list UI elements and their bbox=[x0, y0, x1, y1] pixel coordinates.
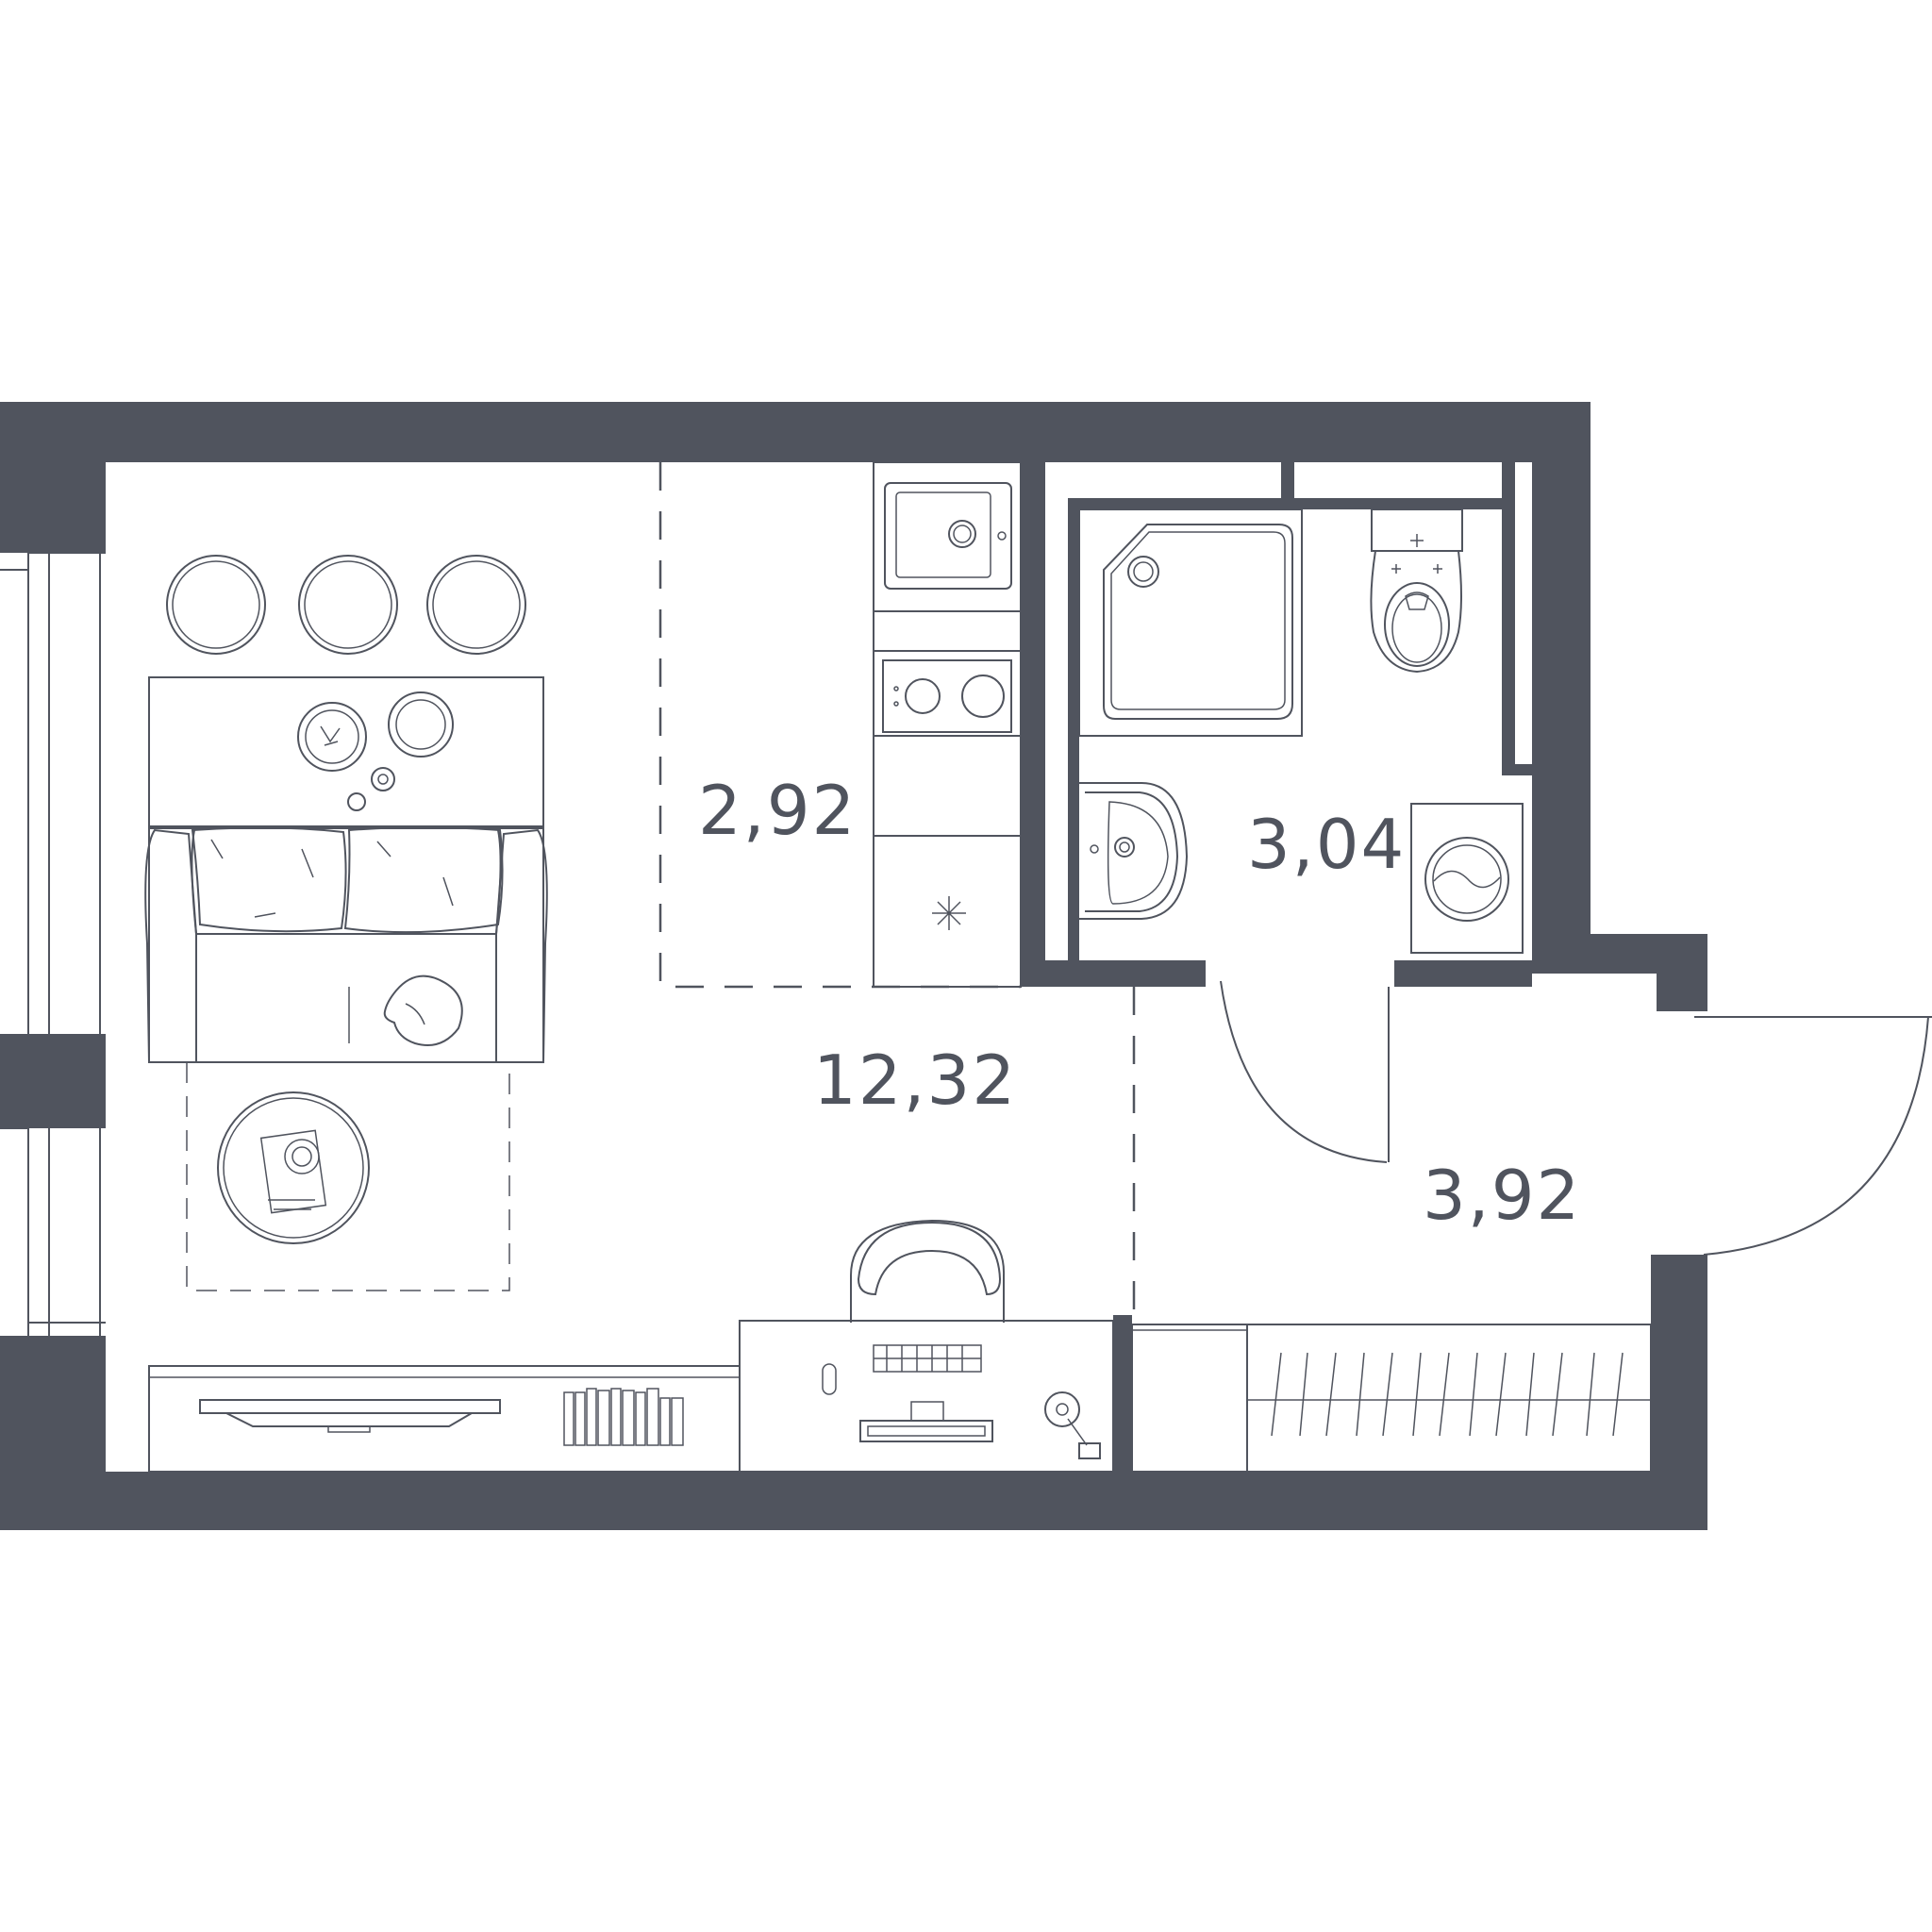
hob bbox=[882, 659, 1012, 733]
bathroom-area-label: 3,04 bbox=[1247, 805, 1406, 884]
dining-set bbox=[148, 555, 544, 827]
rug bbox=[186, 1062, 510, 1291]
bathroom-door bbox=[1220, 980, 1390, 1163]
washbasin bbox=[1079, 782, 1189, 920]
hallway-area-label: 3,92 bbox=[1423, 1156, 1581, 1235]
desk bbox=[739, 1219, 1114, 1473]
entrance-door bbox=[1694, 1016, 1932, 1256]
zone-boundaries bbox=[658, 462, 1136, 1315]
sofa bbox=[144, 826, 548, 1063]
kitchen-area-label: 2,92 bbox=[698, 771, 857, 850]
fridge-icon bbox=[932, 896, 966, 930]
walls bbox=[0, 402, 1707, 1530]
living-area-label: 12,32 bbox=[813, 1041, 1017, 1120]
window-left bbox=[0, 552, 106, 1336]
kitchen-unit bbox=[873, 461, 1022, 988]
toilet bbox=[1370, 508, 1463, 674]
washing-machine bbox=[1410, 803, 1524, 954]
bathroom-fixtures bbox=[1078, 508, 1524, 954]
books bbox=[563, 1388, 684, 1446]
sink bbox=[884, 482, 1012, 590]
shower-tray bbox=[1078, 508, 1303, 737]
wardrobe bbox=[1131, 1324, 1652, 1473]
media-unit bbox=[148, 1365, 741, 1473]
